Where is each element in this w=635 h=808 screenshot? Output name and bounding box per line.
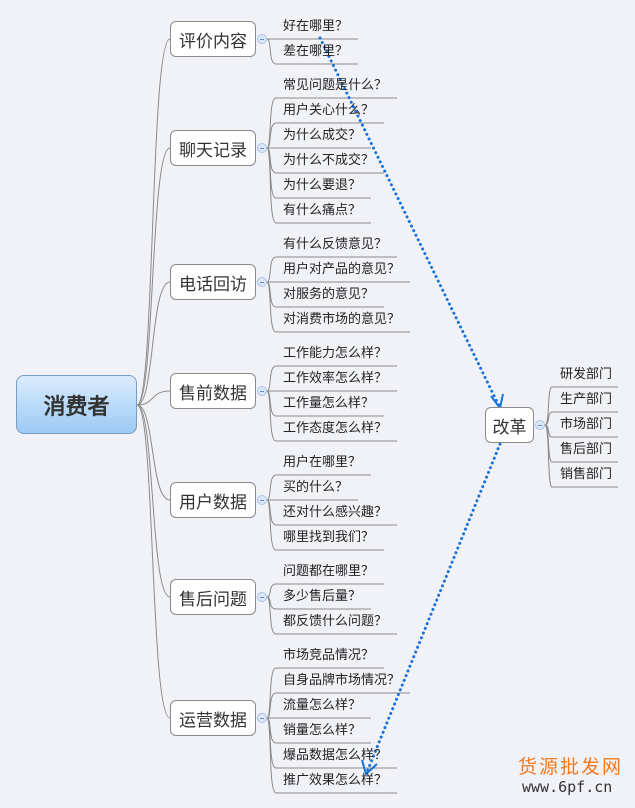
subtopic[interactable]: 有什么反馈意见？ — [283, 237, 388, 252]
leaf-connector — [544, 411, 618, 426]
leaf-connector — [266, 499, 384, 551]
subtopic[interactable]: 用户在哪里？ — [283, 455, 362, 470]
collapse-toggle[interactable] — [257, 386, 267, 396]
branch-connector — [136, 404, 171, 501]
topic-2[interactable]: 聊天记录 — [170, 130, 256, 166]
subtopic[interactable]: 问题都在哪里？ — [283, 564, 375, 579]
topic-3[interactable]: 电话回访 — [170, 264, 256, 300]
leaf-connector — [266, 583, 384, 598]
subtopic[interactable]: 差在哪里？ — [283, 44, 349, 59]
subtopic[interactable]: 用户对产品的意见？ — [283, 262, 401, 277]
branch-connector — [136, 390, 171, 406]
subtopic[interactable]: 工作效率怎么样？ — [283, 371, 388, 386]
leaf-connector — [544, 424, 618, 488]
collapse-toggle[interactable] — [257, 592, 267, 602]
subtopic[interactable]: 常见问题是什么？ — [283, 78, 388, 93]
subtopic[interactable]: 工作态度怎么样？ — [283, 421, 388, 436]
collapse-toggle[interactable] — [257, 143, 267, 153]
subtopic[interactable]: 好在哪里？ — [283, 19, 349, 34]
department[interactable]: 售后部门 — [560, 442, 613, 457]
leaf-connector — [266, 365, 397, 392]
subtopic[interactable]: 都反馈什么问题？ — [283, 614, 388, 629]
branch-connector — [136, 404, 171, 719]
subtopic[interactable]: 流量怎么样？ — [283, 698, 362, 713]
topic-7[interactable]: 运营数据 — [170, 700, 256, 736]
topic-reform[interactable]: 改革 — [485, 407, 534, 443]
branch-connector — [136, 38, 171, 406]
leaf-connector — [266, 692, 410, 719]
branch-connector — [136, 404, 171, 598]
subtopic[interactable]: 为什么成交？ — [283, 128, 362, 143]
collapse-toggle[interactable] — [257, 713, 267, 723]
subtopic[interactable]: 自身品牌市场情况？ — [283, 673, 401, 688]
collapse-toggle[interactable] — [257, 34, 267, 44]
department[interactable]: 生产部门 — [560, 392, 613, 407]
leaf-connector — [266, 256, 397, 283]
leaf-connector — [266, 390, 397, 442]
leaf-connector — [266, 717, 397, 794]
collapse-toggle[interactable] — [257, 277, 267, 287]
subtopic[interactable]: 对消费市场的意见？ — [283, 312, 401, 327]
leaf-connector — [266, 474, 371, 501]
department[interactable]: 市场部门 — [560, 417, 613, 432]
department[interactable]: 销售部门 — [560, 467, 613, 482]
subtopic[interactable]: 多少售后量？ — [283, 589, 362, 604]
subtopic[interactable]: 销量怎么样？ — [283, 723, 362, 738]
topic-6[interactable]: 售后问题 — [170, 579, 256, 615]
watermark-title: 货源批发网 — [518, 756, 624, 778]
subtopic[interactable]: 为什么要退？ — [283, 178, 362, 193]
leaf-connector — [266, 38, 358, 65]
leaf-connector — [266, 147, 371, 224]
collapse-toggle[interactable] — [535, 420, 545, 430]
topic-4[interactable]: 售前数据 — [170, 373, 256, 409]
leaf-connector — [266, 596, 397, 635]
watermark-url: www.6pf.cn — [522, 778, 613, 796]
subtopic[interactable]: 市场竞品情况？ — [283, 648, 375, 663]
relationship-arrow-to-promotion — [365, 442, 502, 774]
topic-1[interactable]: 评价内容 — [170, 21, 256, 57]
subtopic[interactable]: 爆品数据怎么样？ — [283, 748, 388, 763]
arrowhead-icon — [361, 759, 378, 776]
subtopic[interactable]: 哪里找到我们？ — [283, 530, 375, 545]
central-topic-consumer[interactable]: 消费者 — [16, 375, 137, 434]
topic-5[interactable]: 用户数据 — [170, 482, 256, 518]
subtopic[interactable]: 为什么不成交？ — [283, 153, 375, 168]
branch-connector — [136, 281, 171, 406]
leaf-connector — [266, 122, 384, 149]
subtopic[interactable]: 推广效果怎么样？ — [283, 773, 388, 788]
relationship-arrow-to-reform — [318, 36, 501, 408]
subtopic[interactable]: 有什么痛点？ — [283, 203, 362, 218]
department[interactable]: 研发部门 — [560, 367, 613, 382]
subtopic[interactable]: 用户关心什么？ — [283, 103, 375, 118]
subtopic[interactable]: 工作量怎么样？ — [283, 396, 375, 411]
branch-connector — [136, 147, 171, 406]
leaf-connector — [266, 281, 410, 333]
collapse-toggle[interactable] — [257, 495, 267, 505]
leaf-connector — [544, 386, 618, 426]
subtopic[interactable]: 还对什么感兴趣？ — [283, 505, 388, 520]
subtopic[interactable]: 工作能力怎么样？ — [283, 346, 388, 361]
subtopic[interactable]: 对服务的意见？ — [283, 287, 375, 302]
subtopic[interactable]: 买的什么？ — [283, 480, 349, 495]
